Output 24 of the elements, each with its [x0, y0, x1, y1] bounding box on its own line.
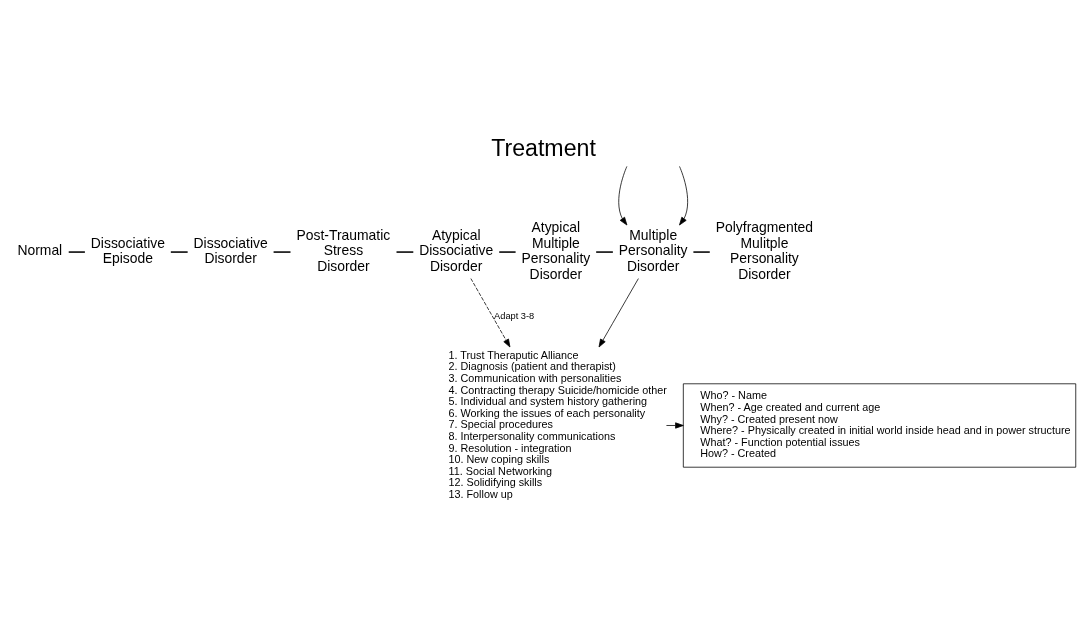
node-text: Atypical Dissociative Disorder	[419, 226, 494, 274]
node-box: Who? - Name When? - Age created and current age Why? - Created present now Where? - Physically created in initial world inside head and in power structure What? - Function potential issues How? - Created	[682, 382, 1077, 468]
diagram-title: Treatment	[491, 134, 596, 161]
connector	[692, 250, 711, 253]
node-text: 1. Trust Theraputic Alliance 2. Diagnosis (patient and therapist) 3. Communication with personalities 4. Contracting therapy Suicide/homicide other 5. Individual and system history gathering 6. Working the issues of each personality 7. Special procedures 8. Interpersonality communications 9. Resolution - integration 10. New coping skills 11. Social Networking 12. Solidifying skills 13. Follow up	[448, 348, 667, 500]
connector	[498, 250, 517, 253]
arrow	[666, 421, 684, 429]
node-text: Normal	[17, 241, 63, 258]
connector	[595, 250, 614, 253]
node-text: Post-Traumatic Stress Disorder	[296, 226, 391, 274]
node-text: Dissociative Disorder	[193, 234, 268, 266]
connector	[170, 250, 189, 253]
arrow	[598, 277, 639, 347]
arrow	[618, 165, 628, 225]
node-text: Polyfragmented Mulitple Personality Disorder	[715, 218, 814, 282]
connector	[395, 250, 415, 253]
edge-label: Adapt 3-8	[494, 310, 535, 321]
arrow	[679, 165, 689, 225]
connector	[272, 250, 292, 253]
node-text: Atypical Multiple Personality Disorder	[521, 218, 591, 282]
arrow	[470, 277, 511, 347]
node-text: Multiple Personality Disorder	[618, 226, 688, 274]
node-text: Dissociative Episode	[90, 234, 165, 266]
connector	[67, 250, 86, 253]
